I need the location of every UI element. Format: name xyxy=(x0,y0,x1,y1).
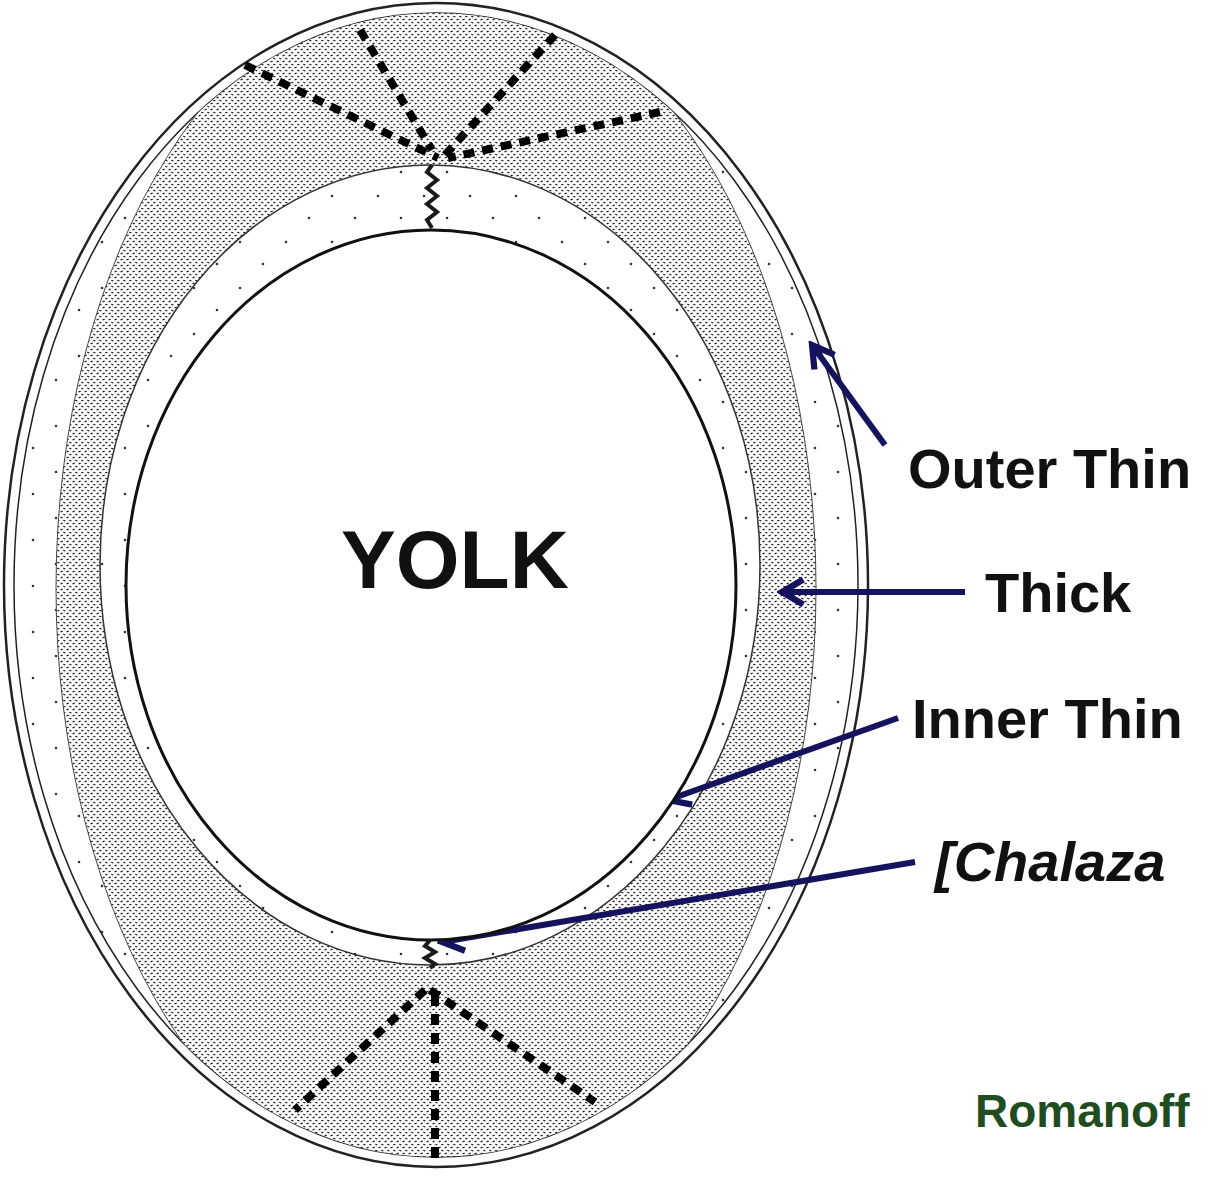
egg-shell xyxy=(4,3,868,1167)
part-label: Inner Thin xyxy=(912,691,1183,747)
leader-arrow xyxy=(782,589,965,595)
chalaza-top xyxy=(427,165,437,228)
chalaza-fibres-top xyxy=(245,30,660,158)
part-name: YOLK xyxy=(341,519,569,601)
thick-albumen xyxy=(56,0,816,1178)
yolk-circle: YOLK xyxy=(124,228,738,942)
source-credit: Romanoff xyxy=(975,1088,1190,1134)
leader-arrow xyxy=(812,345,885,445)
part-label: Thick xyxy=(985,565,1131,621)
chalaza-fibres-bottom xyxy=(295,990,595,1165)
inner-thin-albumen xyxy=(100,165,760,965)
part-label: [Chalaza xyxy=(935,834,1165,890)
chalaza-bottom xyxy=(425,940,435,968)
yolk-ellipse xyxy=(126,230,736,940)
part-label: Outer Thin xyxy=(908,441,1191,497)
